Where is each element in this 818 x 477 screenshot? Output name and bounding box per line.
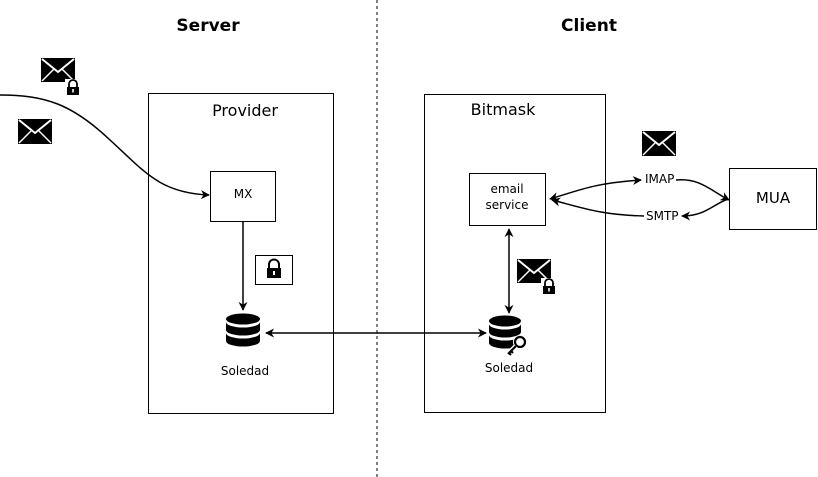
- imap-to-mua-flow: [675, 179, 730, 201]
- mua-box: [729, 168, 817, 230]
- locked-envelope-icon: [41, 58, 81, 96]
- provider-title: Provider: [212, 101, 278, 120]
- padlock-icon: [267, 258, 281, 278]
- smtp-flow: [551, 197, 645, 217]
- imap-label: IMAP: [645, 172, 675, 186]
- server-soledad-label: Soledad: [220, 364, 270, 378]
- mx-box: [210, 171, 276, 222]
- mua-to-smtp-flow: [681, 198, 729, 221]
- envelope-icon: [18, 119, 52, 144]
- smtp-label: SMTP: [646, 209, 679, 223]
- imap-flow: [549, 176, 642, 201]
- server-database-icon: [226, 313, 260, 347]
- email-service-box: [469, 173, 546, 226]
- bitmask-box: [424, 94, 606, 413]
- mua-label: MUA: [755, 189, 791, 207]
- client-soledad-label: Soledad: [484, 361, 534, 375]
- mx-label: MX: [233, 187, 253, 201]
- server-heading: Server: [176, 16, 240, 36]
- provider-box: [148, 93, 334, 414]
- mua-envelope-icon: [642, 131, 676, 156]
- client-locked-envelope-icon: [517, 259, 557, 295]
- encryption-box: [255, 255, 293, 285]
- incoming-mail-flow: [0, 94, 210, 200]
- client-database-key-icon: [489, 315, 527, 357]
- email-service-label-line2: service: [485, 198, 529, 212]
- email-service-label-line1: email: [490, 182, 524, 196]
- client-heading: Client: [561, 16, 617, 36]
- bitmask-title: Bitmask: [470, 100, 536, 119]
